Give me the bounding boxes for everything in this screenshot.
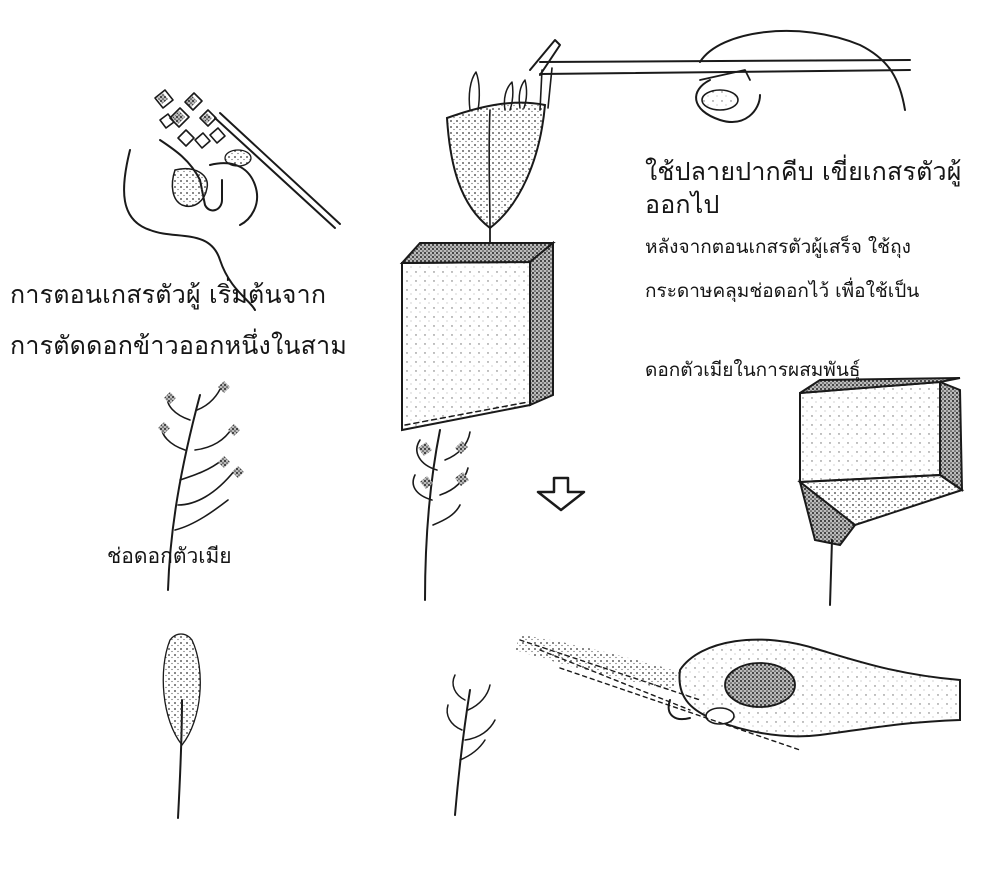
- paper-bag-covering-panicle-illustration: [402, 243, 584, 600]
- step3-caption-line1: หลังจากตอนเกสรตัวผู้เสร็จ ใช้ถุง: [645, 232, 911, 262]
- step2-caption-line2: ออกไป: [645, 185, 720, 225]
- step1-caption-line2: การตัดดอกข้าวออกหนึ่งในสาม: [10, 326, 347, 366]
- sealed-paper-bag-illustration: [800, 378, 962, 605]
- pollinated-panicle-illustration: [163, 634, 200, 818]
- step3-caption-line3: ดอกตัวเมียในการผสมพันธุ์: [645, 355, 860, 385]
- step1-caption-line1: การตอนเกสรตัวผู้ เริ่มต้นจาก: [10, 275, 326, 315]
- step3-caption-line2: กระดาษคลุมช่อดอกไว้ เพื่อใช้เป็น: [645, 276, 919, 306]
- female-panicle-label: ช่อดอกตัวเมีย: [107, 540, 232, 573]
- hand-brushing-pollen-illustration: [515, 635, 960, 750]
- small-panicle-illustration: [447, 675, 495, 815]
